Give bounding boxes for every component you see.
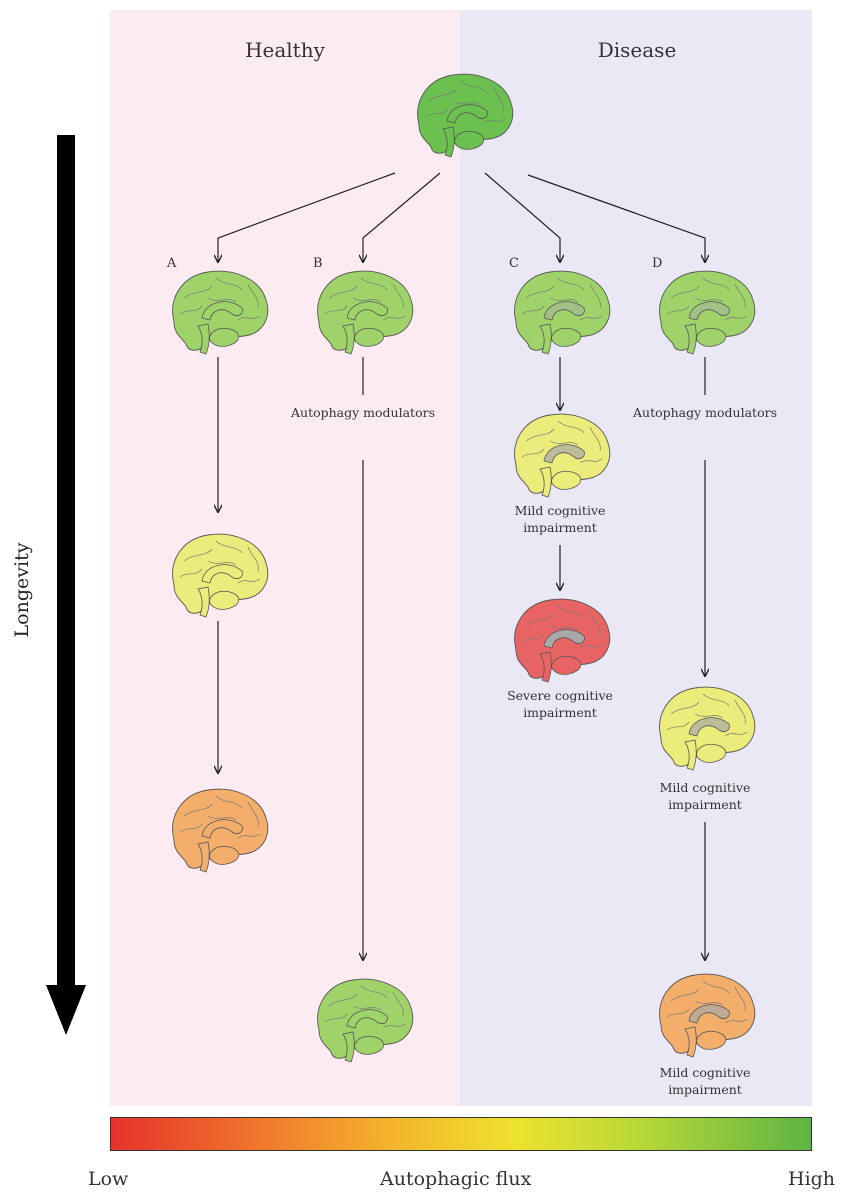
healthy-panel xyxy=(110,10,460,1106)
brain-top xyxy=(417,73,514,158)
longevity-arrow-shaft xyxy=(57,135,75,995)
brain-b-1 xyxy=(317,270,414,355)
flux-high-label: High xyxy=(788,1168,836,1190)
longevity-arrow-head xyxy=(46,985,86,1035)
autophagic-flux-colorbar xyxy=(110,1117,812,1151)
brain-d-2 xyxy=(659,686,756,771)
branch-arrow-c xyxy=(484,172,560,262)
longevity-label: Longevity xyxy=(11,542,33,638)
flux-low-label: Low xyxy=(88,1168,129,1190)
column-label-c: C xyxy=(509,256,519,271)
treatment-label-d: Autophagy modulators xyxy=(633,405,777,420)
brain-c-3 xyxy=(514,598,611,683)
brain-d-3 xyxy=(659,973,756,1058)
brain-c-1 xyxy=(514,270,611,355)
caption-d-mild-1: Mild cognitive impairment xyxy=(659,780,751,812)
caption-c-mild: Mild cognitive impairment xyxy=(514,503,606,535)
branch-arrow-d xyxy=(527,174,705,262)
brain-b-2 xyxy=(317,978,414,1063)
branch-arrow-b xyxy=(363,172,441,262)
brain-c-2 xyxy=(514,413,611,498)
disease-heading: Disease xyxy=(597,38,677,62)
brain-a-3 xyxy=(172,788,269,873)
column-label-a: A xyxy=(167,256,177,271)
caption-c-severe: Severe cognitive impairment xyxy=(507,688,613,720)
disease-panel xyxy=(460,10,812,1106)
brain-a-1 xyxy=(172,270,269,355)
treatment-label-b: Autophagy modulators xyxy=(291,405,435,420)
flux-title: Autophagic flux xyxy=(380,1168,532,1190)
caption-d-mild-2: Mild cognitive impairment xyxy=(659,1065,751,1097)
column-label-d: D xyxy=(652,256,663,271)
healthy-heading: Healthy xyxy=(245,38,325,62)
branch-arrow-a xyxy=(218,172,396,262)
brain-a-2 xyxy=(172,533,269,618)
brain-d-1 xyxy=(659,270,756,355)
column-label-b: B xyxy=(313,256,323,271)
